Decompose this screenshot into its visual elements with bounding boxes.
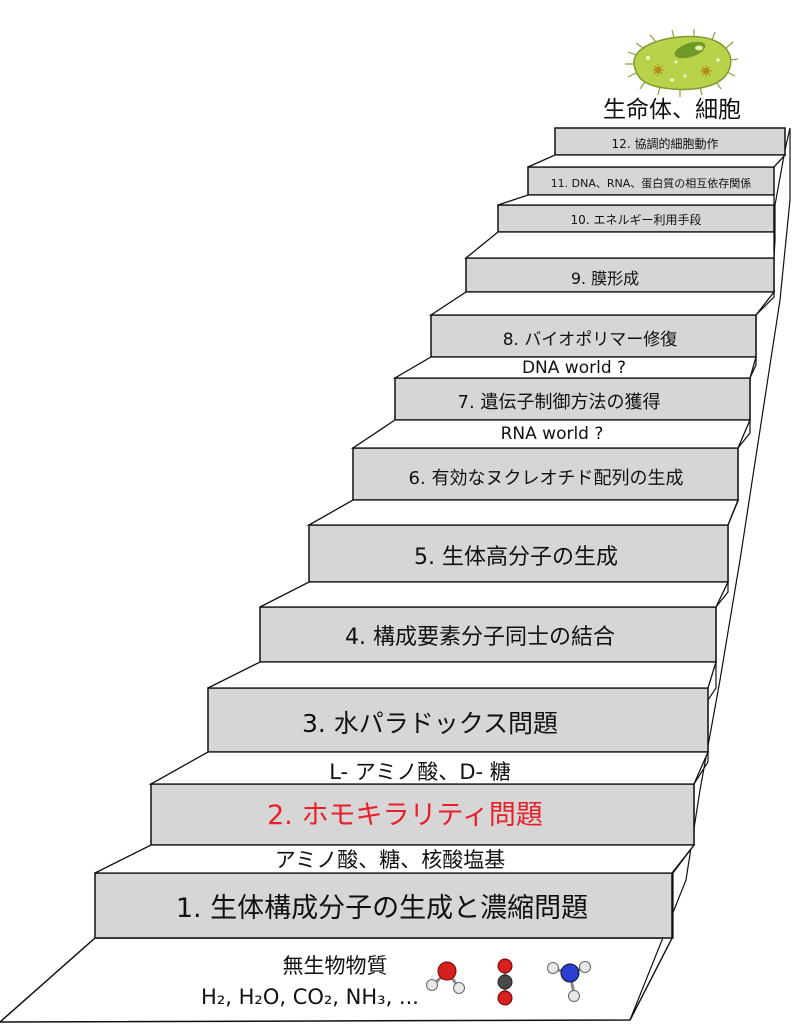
step-4-label: 4. 構成要素分子同士の結合 (345, 625, 615, 650)
tread-6 (350, 419, 751, 449)
tread-7 (392, 356, 757, 379)
step-9-label: 9. 膜形成 (570, 269, 640, 288)
top-label-living-cell: 生命体、細胞 (603, 97, 741, 123)
riser-step-6 (352, 447, 739, 501)
step-8-label: 8. バイオポリマー修復 (502, 330, 678, 350)
tread-4 (259, 581, 730, 608)
step-1-label: 1. 生体構成分子の生成と濃縮問題 (175, 893, 589, 924)
riser-step-4 (259, 606, 717, 663)
step-6-label: 6. 有効なヌクレオチド配列の生成 (408, 468, 684, 489)
tread-1 (94, 844, 696, 874)
staircase-side-wall (629, 127, 791, 1021)
tread-note-rna-world: RNA world ? (500, 424, 604, 444)
step-7-label: 7. 遺伝子制御方法の獲得 (457, 392, 661, 413)
tread-5 (306, 499, 739, 526)
riser-step-2 (150, 783, 695, 846)
step-10-label: 10. エネルギー利用手段 (570, 213, 702, 227)
tread-8 (428, 291, 776, 316)
tread-note-dna-world: DNA world ? (521, 358, 627, 378)
ammonia-molecule-icon (547, 961, 591, 1002)
step-12-label: 12. 協調的細胞動作 (611, 137, 719, 151)
step-2-label: 2. ホモキラリティ問題 (267, 800, 543, 831)
tread-10 (497, 194, 775, 206)
step-3-label: 3. 水パラドックス問題 (301, 709, 559, 738)
tread-9 (464, 231, 775, 259)
riser-step-12 (554, 127, 786, 156)
riser-step-1 (94, 872, 673, 939)
riser-step-3 (207, 687, 709, 753)
base-title-inanimate-matter: 無生物物質 (282, 954, 388, 978)
tread-11 (527, 154, 787, 168)
tread-3 (207, 661, 717, 689)
riser-step-9 (465, 257, 775, 293)
riser-step-11 (527, 166, 775, 196)
step-11-label: 11. DNA、RNA、蛋白質の相互依存関係 (550, 177, 752, 190)
riser-step-5 (308, 524, 729, 583)
cell-organism-icon (625, 29, 739, 97)
water-molecule-icon (426, 961, 465, 994)
tread-2 (148, 751, 709, 785)
tread-note-chirality: L- アミノ酸、D- 糖 (329, 760, 511, 784)
base-molecule-formulas: H₂, H₂O, CO₂, NH₃, ... (201, 985, 419, 1009)
step-5-label: 5. 生体高分子の生成 (414, 545, 618, 570)
tread-note-building-blocks: アミノ酸、糖、核酸塩基 (274, 848, 506, 872)
carbon-dioxide-molecule-icon (497, 958, 513, 1006)
